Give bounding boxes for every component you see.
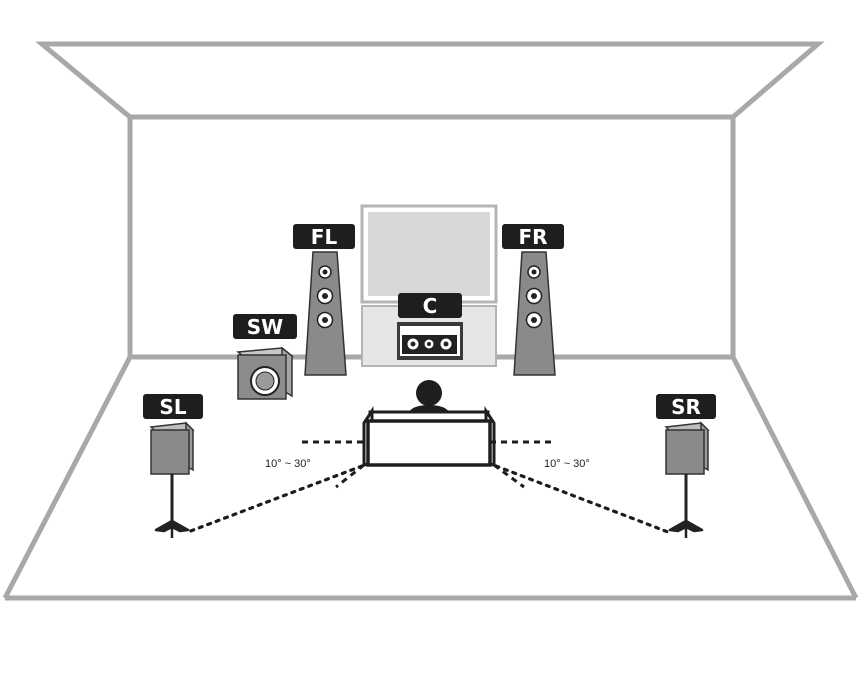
label-fl: FL (293, 224, 355, 249)
angle-label-right: 10° ~ 30° (544, 458, 590, 470)
angle-indicator-right: 10° ~ 30° (490, 440, 590, 489)
center-speaker (397, 322, 463, 360)
left-wall-floor-edge (2, 355, 133, 600)
label-sw-text: SW (247, 315, 283, 339)
path-to-surround-left (186, 464, 364, 534)
label-sr-text: SR (671, 395, 701, 419)
angle-label-left: 10° ~ 30° (265, 458, 311, 470)
right-wall-floor-edge (730, 355, 859, 600)
label-c: C (398, 293, 462, 318)
surround-right-speaker (664, 421, 710, 538)
label-fr-text: FR (518, 225, 547, 249)
ceiling (35, 41, 825, 120)
subwoofer (236, 346, 294, 400)
label-sr: SR (656, 394, 716, 419)
tv-screen (360, 204, 498, 304)
label-sl: SL (143, 394, 203, 419)
label-fl-text: FL (311, 225, 338, 249)
path-to-surround-right (494, 464, 670, 534)
label-sw: SW (233, 314, 297, 339)
surround-left-speaker (149, 421, 195, 538)
label-c-text: C (423, 294, 438, 318)
label-sl-text: SL (159, 395, 186, 419)
sofa (362, 406, 496, 467)
front-right-speaker (513, 251, 556, 376)
front-left-speaker (304, 251, 347, 376)
angle-indicator-left: 10° ~ 30° (265, 440, 368, 489)
label-fr: FR (502, 224, 564, 249)
